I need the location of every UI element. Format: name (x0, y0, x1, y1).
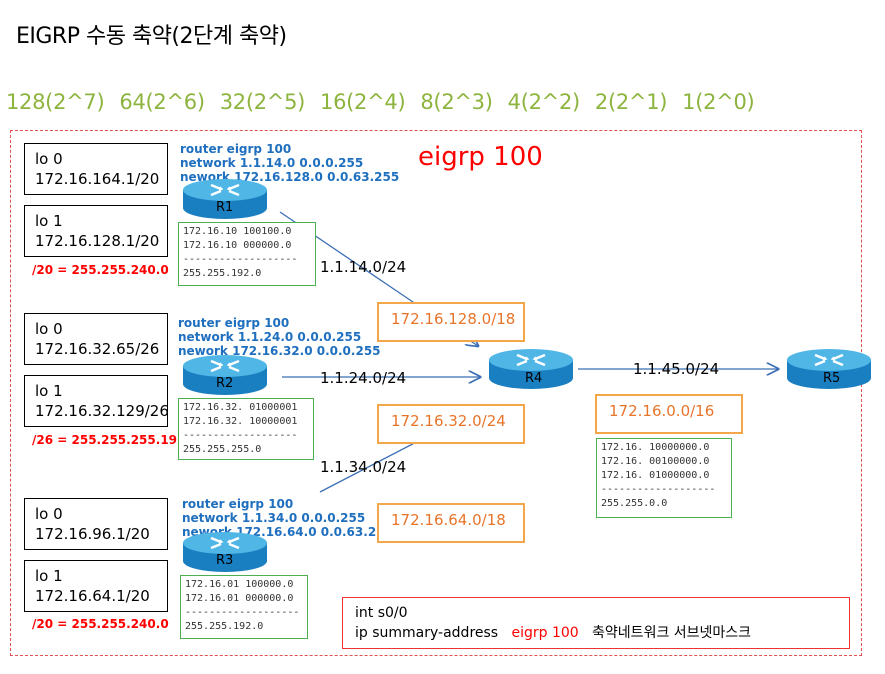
r2-mask-note: /26 = 255.255.255.192 (32, 433, 186, 447)
command-eigrp-as: eigrp 100 (511, 625, 579, 641)
r3-lo0-box: lo 0 172.16.96.1/20 (24, 498, 168, 550)
page-title: EIGRP 수동 축약(2단계 축약) (16, 24, 287, 49)
power-2: 2(2^1) (594, 90, 668, 114)
r2-lo1-box: lo 1 172.16.32.129/26 (24, 375, 169, 427)
link-label-r1-r4: 1.1.14.0/24 (320, 258, 407, 276)
r3-label: R3 (216, 553, 234, 568)
summary-route-1: 172.16.128.0/18 (377, 302, 525, 342)
r2-lo0-box: lo 0 172.16.32.65/26 (24, 313, 168, 365)
r3-lo0-name: lo 0 (35, 505, 63, 523)
command-line-2: ip summary-address eigrp 100 축약네트워크 서브넷마… (355, 623, 849, 643)
r1-lo0-name: lo 0 (35, 150, 63, 168)
r2-lo1-ip: 172.16.32.129/26 (35, 402, 169, 420)
power-1: 1(2^0) (682, 90, 755, 114)
power-128: 128(2^7) (6, 90, 105, 114)
r4-label: R4 (525, 371, 543, 386)
r1-mask-note: /20 = 255.255.240.0 (32, 263, 169, 277)
router-r4[interactable]: R4 (487, 348, 575, 394)
router-icon (183, 532, 267, 572)
router-r1[interactable]: R1 (181, 178, 269, 224)
r2-label: R2 (216, 376, 234, 391)
r3-lo1-name: lo 1 (35, 567, 63, 585)
r3-lo0-ip: 172.16.96.1/20 (35, 525, 150, 543)
command-prefix: ip summary-address (355, 625, 499, 641)
router-icon (787, 349, 871, 389)
r1-label: R1 (216, 200, 234, 215)
summary-command-box: int s0/0 ip summary-address eigrp 100 축약… (342, 597, 850, 649)
bit-powers-row: 128(2^7) 64(2^6) 32(2^5) 16(2^4) 8(2^3) 4(2^2… (6, 90, 769, 114)
summary-route-3: 172.16.64.0/18 (377, 503, 525, 543)
r2-lo0-ip: 172.16.32.65/26 (35, 340, 160, 358)
power-16: 16(2^4) (320, 90, 406, 114)
power-8: 8(2^3) (420, 90, 493, 114)
router-r2[interactable]: R2 (181, 354, 269, 400)
power-32: 32(2^5) (219, 90, 306, 114)
command-line-1: int s0/0 (355, 605, 408, 621)
r1-lo0-box: lo 0 172.16.164.1/20 (24, 143, 168, 195)
r3-lo1-ip: 172.16.64.1/20 (35, 587, 150, 605)
power-64: 64(2^6) (119, 90, 205, 114)
router-icon (183, 355, 267, 395)
router-icon (183, 179, 267, 219)
r1-lo1-name: lo 1 (35, 212, 63, 230)
command-suffix: 축약네트워크 서브넷마스크 (592, 625, 752, 641)
summary-route-2: 172.16.32.0/24 (377, 404, 525, 444)
r3-lo1-box: lo 1 172.16.64.1/20 (24, 560, 168, 612)
r3-mask-note: /20 = 255.255.240.0 (32, 617, 169, 631)
router-r3[interactable]: R3 (181, 531, 269, 577)
r2-lo1-name: lo 1 (35, 382, 63, 400)
r1-lo1-ip: 172.16.128.1/20 (35, 232, 160, 250)
eigrp-as-label: eigrp 100 (418, 142, 543, 172)
r2-config: router eigrp 100 network 1.1.24.0 0.0.0.… (178, 316, 381, 358)
r1-lo0-ip: 172.16.164.1/20 (35, 170, 160, 188)
r1-lo1-box: lo 1 172.16.128.1/20 (24, 205, 168, 257)
r2-lo0-name: lo 0 (35, 320, 63, 338)
summary-route-4: 172.16.0.0/16 (595, 394, 743, 434)
link-label-r2-r4: 1.1.24.0/24 (320, 369, 407, 387)
power-4: 4(2^2) (507, 90, 581, 114)
eigrp-domain-frame (10, 130, 862, 656)
router-r5[interactable]: R5 (785, 348, 873, 394)
r5-label: R5 (823, 371, 841, 386)
link-label-r3-r4: 1.1.34.0/24 (320, 458, 407, 476)
router-icon (489, 349, 573, 389)
link-label-r4-r5: 1.1.45.0/24 (633, 360, 720, 378)
